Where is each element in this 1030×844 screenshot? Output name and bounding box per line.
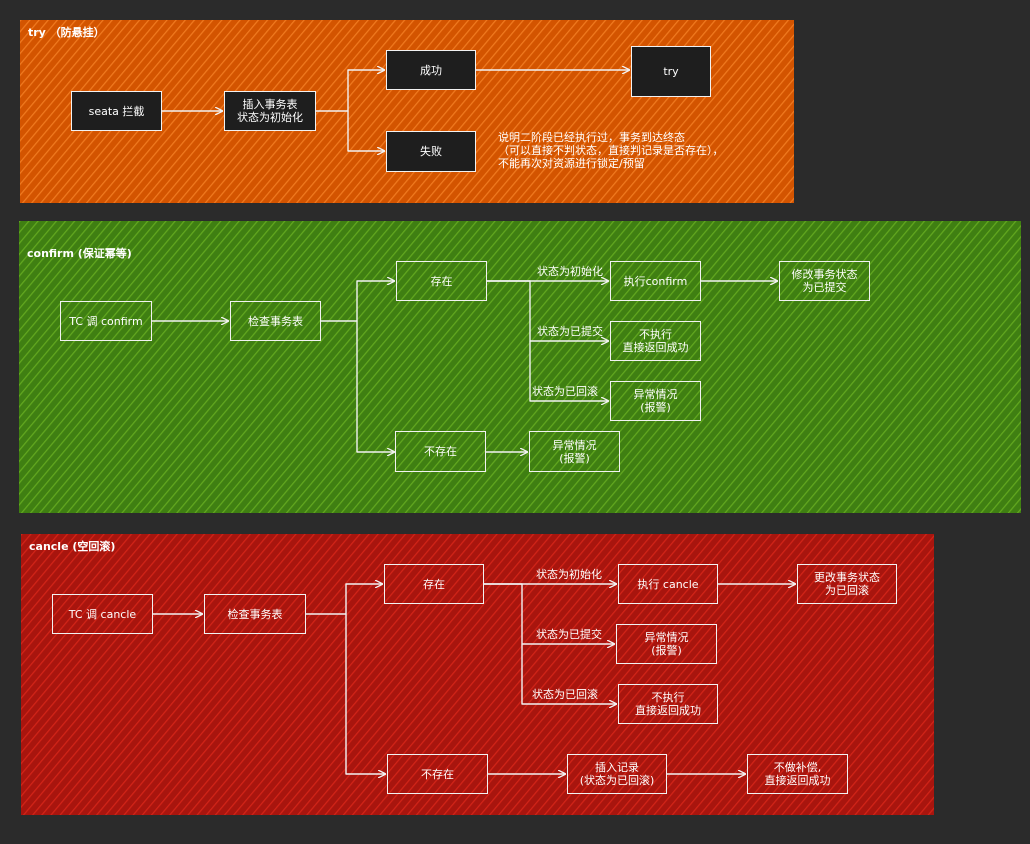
- node-tc-cancel-label: TC 调 cancle: [68, 607, 137, 621]
- node-confirm-exist[interactable]: 存在: [396, 261, 487, 301]
- node-change-status-line2: 为已回滚: [825, 584, 869, 597]
- node-try[interactable]: try: [631, 46, 711, 97]
- node-modify-status-committed[interactable]: 修改事务状态 为已提交: [779, 261, 870, 301]
- node-confirm-abnormal-1[interactable]: 异常情况 (报警): [610, 381, 701, 421]
- node-confirm-not-exist-label: 不存在: [424, 445, 457, 458]
- node-insert-record-line2: (状态为已回滚): [579, 774, 655, 787]
- node-cancel-no-exec[interactable]: 不执行 直接返回成功: [618, 684, 718, 724]
- node-exec-cancel-label: 执行 cancle: [637, 577, 699, 591]
- node-insert-transaction-line2: 状态为初始化: [237, 111, 303, 124]
- node-insert-transaction[interactable]: 插入事务表 状态为初始化: [224, 91, 316, 131]
- node-no-compensation-line1: 不做补偿,: [773, 761, 822, 774]
- node-try-label: try: [663, 65, 679, 78]
- node-confirm-abnormal-2-line1: 异常情况: [552, 438, 597, 452]
- cancel-section-background: [21, 534, 934, 815]
- node-tc-confirm-label: TC 调 confirm: [69, 314, 143, 328]
- node-confirm-exist-label: 存在: [430, 274, 453, 288]
- label-confirm-status-rolledback: 状态为已回滚: [532, 385, 598, 398]
- node-cancel-check-label: 检查事务表: [227, 607, 283, 621]
- node-exec-confirm[interactable]: 执行confirm: [610, 261, 701, 301]
- confirm-section-background: [19, 221, 1021, 513]
- label-confirm-status-init: 状态为初始化: [537, 265, 603, 278]
- label-cancel-status-rolledback: 状态为已回滚: [532, 688, 598, 701]
- node-confirm-no-exec[interactable]: 不执行 直接返回成功: [610, 321, 701, 361]
- node-try-success-label: 成功: [420, 63, 442, 77]
- node-cancel-not-exist[interactable]: 不存在: [387, 754, 488, 794]
- node-cancel-not-exist-label: 不存在: [421, 767, 454, 781]
- node-confirm-check-label: 检查事务表: [248, 314, 303, 328]
- node-confirm-no-exec-line2: 直接返回成功: [622, 341, 689, 354]
- node-cancel-abnormal-line1: 异常情况: [644, 631, 689, 644]
- node-confirm-abnormal-2[interactable]: 异常情况 (报警): [529, 431, 620, 472]
- node-cancel-abnormal-line2: (报警): [651, 644, 682, 657]
- node-cancel-exist[interactable]: 存在: [384, 564, 484, 604]
- node-insert-transaction-line1: 插入事务表: [242, 98, 298, 111]
- node-exec-confirm-label: 执行confirm: [623, 274, 688, 288]
- node-no-compensation[interactable]: 不做补偿, 直接返回成功: [747, 754, 848, 794]
- node-confirm-no-exec-line1: 不执行: [639, 328, 672, 341]
- node-confirm-check[interactable]: 检查事务表: [230, 301, 321, 341]
- node-confirm-abnormal-1-line1: 异常情况: [633, 388, 678, 401]
- node-exec-cancel[interactable]: 执行 cancle: [618, 564, 718, 604]
- cancel-section: cancle (空回滚): [21, 534, 934, 815]
- node-cancel-exist-label: 存在: [423, 577, 445, 591]
- node-cancel-check[interactable]: 检查事务表: [204, 594, 306, 634]
- node-confirm-abnormal-1-line2: (报警): [640, 401, 671, 414]
- cancel-section-title: cancle (空回滚): [29, 540, 116, 553]
- node-no-compensation-line2: 直接返回成功: [764, 774, 831, 787]
- try-fail-note-line1: 说明二阶段已经执行过，事务到达终态: [498, 131, 685, 144]
- node-insert-record-line1: 插入记录: [595, 761, 639, 774]
- label-confirm-status-committed: 状态为已提交: [537, 325, 603, 338]
- confirm-section: confirm (保证幂等): [19, 221, 1021, 513]
- node-try-fail-label: 失败: [420, 145, 442, 158]
- node-change-status-line1: 更改事务状态: [814, 571, 880, 584]
- try-fail-note-line2: （可以直接不判状态，直接判记录是否存在），: [498, 144, 724, 157]
- node-cancel-no-exec-line2: 直接返回成功: [635, 704, 701, 717]
- label-cancel-status-init: 状态为初始化: [536, 568, 602, 581]
- node-change-status-rolledback[interactable]: 更改事务状态 为已回滚: [797, 564, 897, 604]
- node-try-fail[interactable]: 失败: [386, 131, 476, 172]
- label-cancel-status-committed: 状态为已提交: [536, 628, 602, 641]
- confirm-section-title: confirm (保证幂等): [27, 247, 132, 260]
- node-confirm-not-exist[interactable]: 不存在: [395, 431, 486, 472]
- node-cancel-no-exec-line1: 不执行: [651, 691, 685, 704]
- node-insert-record[interactable]: 插入记录 (状态为已回滚): [567, 754, 667, 794]
- node-confirm-abnormal-2-line2: (报警): [559, 451, 590, 465]
- node-seata-intercept[interactable]: seata 拦截: [71, 91, 162, 131]
- node-cancel-abnormal[interactable]: 异常情况 (报警): [616, 624, 717, 664]
- node-try-success[interactable]: 成功: [386, 50, 476, 90]
- node-modify-status-line2: 为已提交: [802, 281, 847, 294]
- node-tc-cancel[interactable]: TC 调 cancle: [52, 594, 153, 634]
- try-section-title: try （防悬挂）: [28, 26, 105, 39]
- try-fail-note: 说明二阶段已经执行过，事务到达终态 （可以直接不判状态，直接判记录是否存在）， …: [498, 131, 724, 170]
- node-seata-intercept-label: seata 拦截: [88, 104, 145, 118]
- try-fail-note-line3: 不能再次对资源进行锁定/预留: [498, 157, 645, 170]
- node-tc-confirm[interactable]: TC 调 confirm: [60, 301, 152, 341]
- node-modify-status-line1: 修改事务状态: [791, 268, 858, 281]
